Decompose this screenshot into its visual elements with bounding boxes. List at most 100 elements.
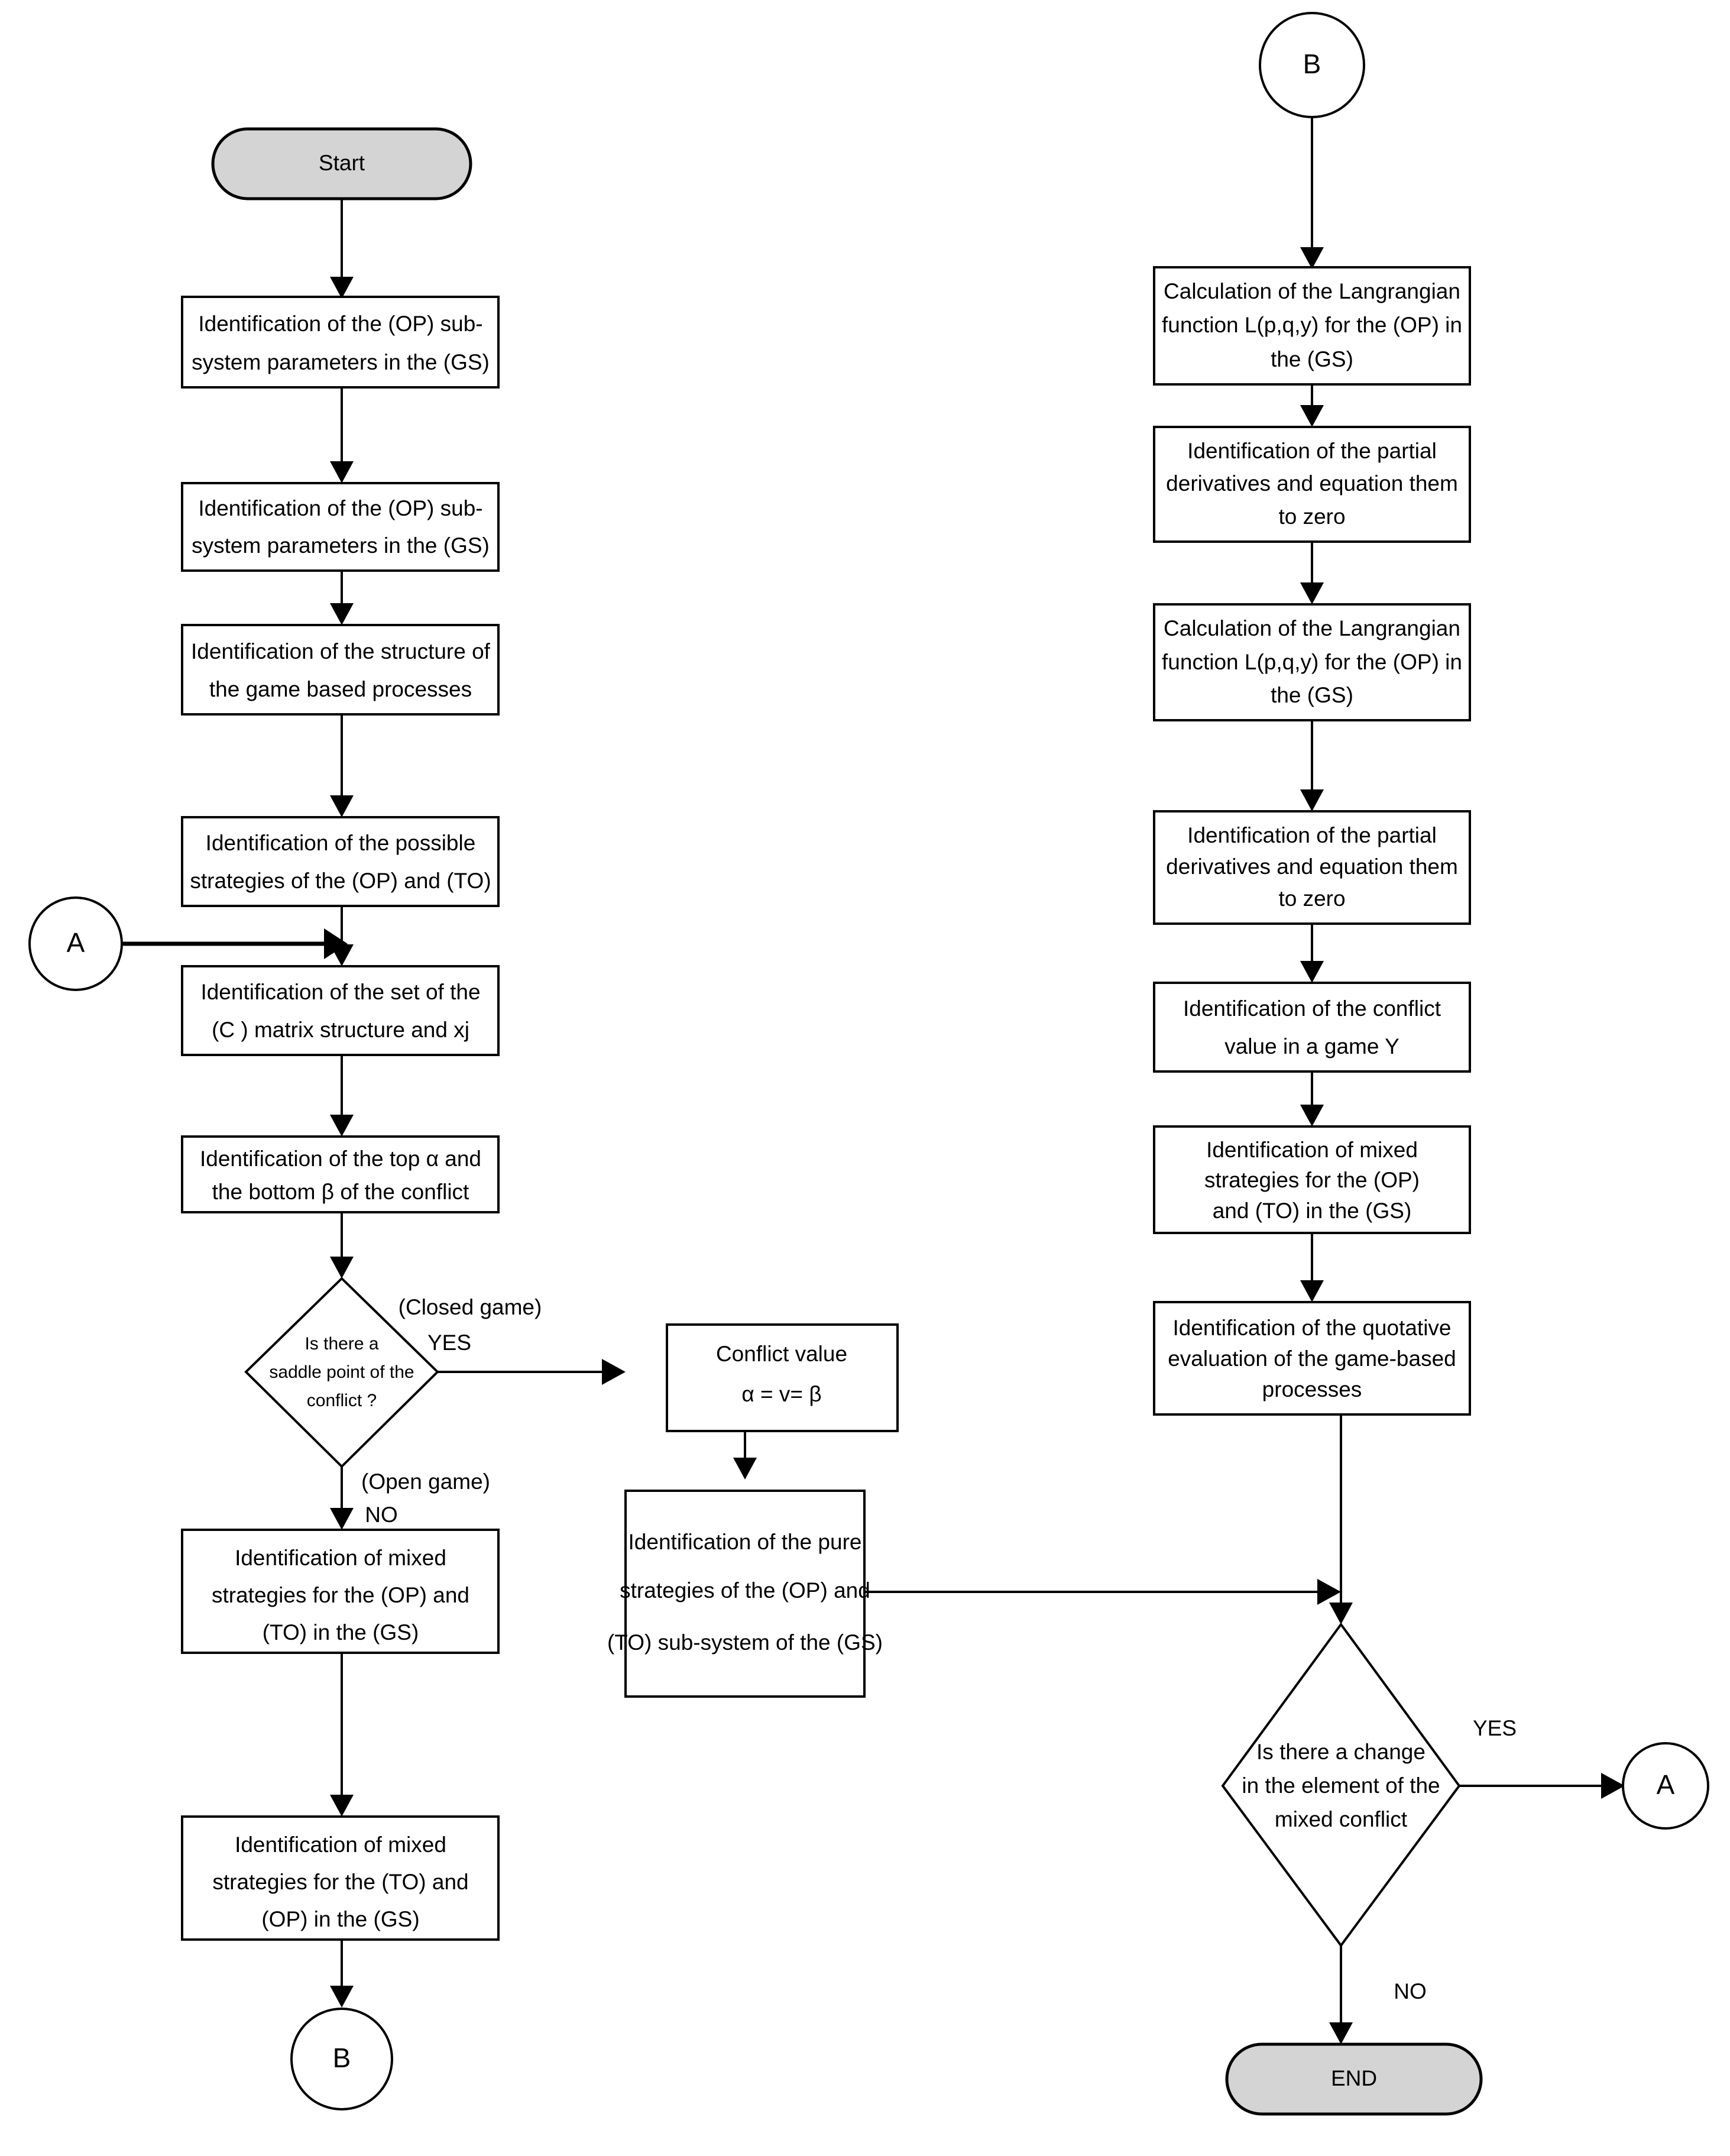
- node-d1-line2: saddle point of the: [269, 1362, 414, 1382]
- node-identification-quotative-evaluation[interactable]: Identification of the quotative evaluati…: [1153, 1301, 1471, 1416]
- edge-l3-to-l4: [330, 714, 354, 817]
- node-end[interactable]: END: [1225, 2042, 1483, 2116]
- node-r1-line2: function L(p,q,y) for the (OP) in: [1162, 313, 1462, 337]
- edge-l8-to-connector-b: [330, 1940, 354, 2008]
- edge-r6-to-r7: [1300, 1233, 1324, 1302]
- node-identification-top-alpha-bottom-beta[interactable]: Identification of the top α and the bott…: [181, 1135, 500, 1213]
- connector-a-left[interactable]: A: [28, 896, 123, 991]
- node-identification-mixed-strategies-op-to[interactable]: Identification of mixed strategies for t…: [181, 1529, 500, 1654]
- node-r6-line1: Identification of mixed: [1206, 1138, 1418, 1162]
- connector-a-right[interactable]: A: [1622, 1742, 1709, 1830]
- node-identification-mixed-strategies-to-op[interactable]: Identification of mixed strategies for t…: [181, 1815, 500, 1941]
- node-conflict-value[interactable]: Conflict value α = v= β: [666, 1323, 899, 1432]
- node-l8-line1: Identification of mixed: [235, 1833, 446, 1857]
- edge-label-no-1: NO: [365, 1503, 398, 1527]
- node-r2-line1: Identification of the partial: [1187, 439, 1437, 463]
- edge-d1-no-to-l7: [330, 1467, 354, 1530]
- node-l4-line1: Identification of the possible: [206, 831, 476, 855]
- node-m2-line2: strategies of the (OP) and: [620, 1578, 870, 1603]
- node-identification-mixed-strategies-right[interactable]: Identification of mixed strategies for t…: [1153, 1125, 1471, 1234]
- edge-r5-to-r6: [1300, 1071, 1324, 1126]
- node-start[interactable]: Start: [211, 127, 472, 200]
- edge-m1-to-m2: [733, 1431, 757, 1480]
- edge-label-open-game: (Open game): [361, 1469, 490, 1494]
- node-calculation-langrangian-2[interactable]: Calculation of the Langrangian function …: [1153, 603, 1471, 721]
- node-m1-line2: α = v= β: [741, 1382, 821, 1406]
- edge-l1-to-l2: [330, 387, 354, 483]
- node-r7-line3: processes: [1262, 1377, 1362, 1401]
- edge-label-no-2: NO: [1394, 1979, 1427, 2003]
- node-l7-line2: strategies for the (OP) and: [212, 1583, 469, 1607]
- edge-d1-yes-to-m1: [438, 1359, 626, 1385]
- node-d2-line3: mixed conflict: [1275, 1807, 1408, 1831]
- node-identification-c-matrix-set[interactable]: Identification of the set of the (C ) ma…: [181, 965, 500, 1056]
- node-l3-line1: Identification of the structure of: [191, 639, 491, 663]
- node-r4-line3: to zero: [1278, 886, 1345, 911]
- node-l6-line1: Identification of the top α and: [200, 1147, 481, 1171]
- node-identification-structure-game-processes[interactable]: Identification of the structure of the g…: [181, 624, 500, 716]
- node-r6-line3: and (TO) in the (GS): [1213, 1199, 1412, 1223]
- connector-b-top-label: B: [1303, 48, 1321, 79]
- edge-connector-a-to-l5: [123, 928, 348, 959]
- edge-r4-to-r5: [1300, 924, 1324, 983]
- connector-b-bottom[interactable]: B: [290, 2008, 393, 2110]
- node-identification-conflict-value-game-y[interactable]: Identification of the conflict value in …: [1153, 982, 1471, 1073]
- node-r3-line3: the (GS): [1271, 683, 1353, 707]
- edge-label-yes-2: YES: [1473, 1716, 1517, 1740]
- node-r2-line2: derivatives and equation them: [1166, 471, 1458, 496]
- node-identification-op-subsystem-2[interactable]: Identification of the (OP) sub- system p…: [181, 482, 500, 572]
- connector-b-top[interactable]: B: [1259, 12, 1365, 118]
- edge-label-yes-1: YES: [427, 1330, 471, 1355]
- edge-l5-to-l6: [330, 1055, 354, 1137]
- edge-d2-no-to-end: [1329, 1945, 1353, 2044]
- node-calculation-langrangian-1[interactable]: Calculation of the Langrangian function …: [1153, 266, 1471, 386]
- connector-b-bottom-label: B: [333, 2042, 351, 2073]
- edge-d2-yes-to-connector-a: [1459, 1773, 1625, 1799]
- node-r7-line1: Identification of the quotative: [1172, 1316, 1451, 1340]
- node-l1-line1: Identification of the (OP) sub-: [198, 312, 482, 336]
- node-d2-line2: in the element of the: [1242, 1773, 1440, 1798]
- node-l6-line2: the bottom β of the conflict: [212, 1180, 469, 1204]
- node-r2-line3: to zero: [1278, 504, 1345, 529]
- node-r4-line2: derivatives and equation them: [1166, 854, 1458, 879]
- node-m2-line3: (TO) sub-system of the (GS): [607, 1630, 883, 1655]
- node-d1-line3: conflict ?: [307, 1391, 377, 1410]
- node-l8-line2: strategies for the (TO) and: [212, 1870, 468, 1894]
- node-r4-line1: Identification of the partial: [1187, 823, 1437, 847]
- node-identification-op-subsystem-1[interactable]: Identification of the (OP) sub- system p…: [181, 296, 500, 389]
- node-l3-line2: the game based processes: [209, 677, 472, 701]
- node-decision-saddle-point[interactable]: Is there a saddle point of the conflict …: [244, 1277, 439, 1468]
- edge-r1-to-r2: [1300, 384, 1324, 427]
- node-r3-line1: Calculation of the Langrangian: [1164, 616, 1460, 640]
- node-l2-line1: Identification of the (OP) sub-: [198, 496, 482, 520]
- node-identification-pure-strategies[interactable]: Identification of the pure strategies of…: [607, 1490, 883, 1698]
- node-m1-line1: Conflict value: [716, 1342, 847, 1366]
- node-identification-partial-derivatives-2[interactable]: Identification of the partial derivative…: [1153, 810, 1471, 925]
- node-r1-line3: the (GS): [1271, 347, 1353, 371]
- node-r3-line2: function L(p,q,y) for the (OP) in: [1162, 650, 1462, 674]
- node-identification-possible-strategies[interactable]: Identification of the possible strategie…: [181, 816, 500, 907]
- node-decision-change-mixed-conflict[interactable]: Is there a change in the element of the …: [1221, 1622, 1461, 1948]
- edge-l2-to-l3: [330, 571, 354, 625]
- node-l4-line2: strategies of the (OP) and (TO): [190, 869, 491, 893]
- edge-connector-b-to-r1: [1300, 114, 1324, 269]
- edge-r3-to-r4: [1300, 720, 1324, 811]
- edge-l6-to-d1: [330, 1212, 354, 1278]
- edge-m2-to-d2: [864, 1579, 1341, 1605]
- node-r7-line2: evaluation of the game-based: [1168, 1346, 1456, 1371]
- node-r5-line2: value in a game Y: [1224, 1034, 1399, 1058]
- node-end-label: END: [1331, 2066, 1377, 2090]
- node-l7-line1: Identification of mixed: [235, 1546, 446, 1570]
- node-r5-line1: Identification of the conflict: [1183, 996, 1441, 1021]
- node-m2-line1: Identification of the pure: [628, 1530, 862, 1554]
- node-r1-line1: Calculation of the Langrangian: [1164, 279, 1460, 303]
- node-l7-line3: (TO) in the (GS): [263, 1620, 419, 1644]
- connector-a-left-label: A: [67, 927, 85, 958]
- node-identification-partial-derivatives-1[interactable]: Identification of the partial derivative…: [1153, 426, 1471, 543]
- edge-r7-to-d2: [1329, 1414, 1353, 1624]
- node-l2-line2: system parameters in the (GS): [192, 533, 490, 558]
- node-l1-line2: system parameters in the (GS): [192, 350, 490, 374]
- node-start-label: Start: [319, 151, 365, 175]
- edge-label-closed-game: (Closed game): [399, 1295, 542, 1319]
